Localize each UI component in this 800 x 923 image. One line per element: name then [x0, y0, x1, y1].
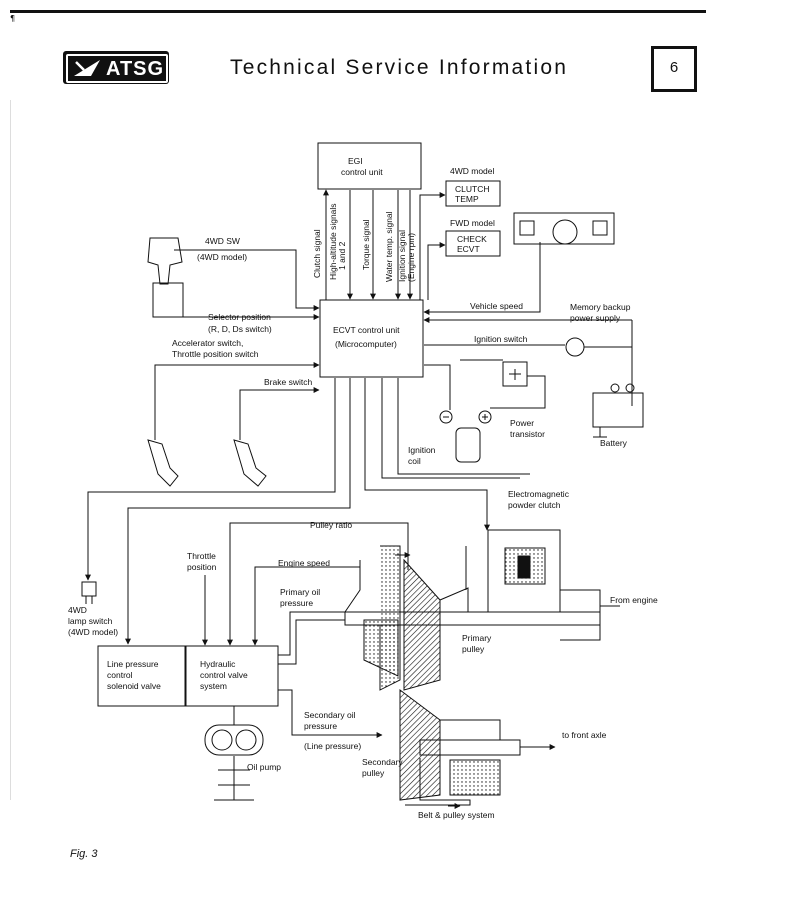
em-clutch-label-2: powder clutch [508, 500, 561, 510]
ignition-switch-icon [565, 337, 585, 357]
ignition-signal-label-2: (Engine rpm) [406, 233, 416, 282]
battery-icon [592, 392, 644, 428]
meter-cluster [513, 212, 615, 245]
left-margin-rule [10, 100, 11, 800]
hydraulic-cv-label-2: control valve [200, 670, 248, 680]
throttle-position-label-2: position [187, 562, 217, 572]
power-transistor-label-2: transistor [510, 429, 545, 439]
power-transistor-label-1: Power [510, 418, 534, 428]
corner-mark: ¶ [10, 14, 16, 23]
primary-oil-label-1: Primary oil [280, 587, 320, 597]
brake-switch-label: Brake switch [264, 377, 312, 387]
to-front-axle-label: to front axle [562, 730, 607, 740]
accelerator-label-1: Accelerator switch, [172, 338, 243, 348]
model-4wd-label: 4WD model [450, 166, 495, 176]
memory-backup-label-1: Memory backup [570, 302, 631, 312]
line-pressure-solenoid-box [97, 645, 186, 707]
ecvt-control-unit-box [319, 299, 424, 378]
line-pressure-sv-label-3: solenoid valve [107, 681, 161, 691]
engine-speed-label: Engine speed [278, 558, 330, 568]
accelerator-pedal-icon [147, 439, 179, 487]
lamp-switch-icon [81, 581, 97, 597]
page-number-box: 6 [651, 46, 697, 92]
oil-pump-icon [204, 724, 264, 756]
ecvt-label-1: ECVT control unit [333, 325, 400, 335]
accelerator-label-2: Throttle position switch [172, 349, 259, 359]
high-altitude-label-1: High-altitude signals [328, 203, 338, 280]
hydraulic-control-valve-box [185, 645, 279, 707]
from-engine-label: From engine [610, 595, 658, 605]
clutch-temp-box [445, 180, 501, 207]
ignition-coil-label-2: coil [408, 456, 421, 466]
egi-label-2: control unit [341, 167, 383, 177]
pulley-ratio-label: Pulley ratio [310, 520, 352, 530]
power-transistor-icon [502, 361, 528, 387]
figure-caption: Fig. 3 [70, 848, 98, 860]
belt-pulley-label: Belt & pulley system [418, 810, 495, 820]
line-pressure-label: (Line pressure) [304, 741, 361, 751]
hydraulic-cv-label-3: system [200, 681, 227, 691]
em-clutch-label-1: Electromagnetic [508, 489, 570, 499]
line-pressure-sv-label-2: control [107, 670, 133, 680]
selector-label-1: Selector position [208, 312, 271, 322]
secondary-oil-label-1: Secondary oil [304, 710, 356, 720]
sw-4wd-label-2: (4WD model) [197, 252, 247, 262]
clutch-temp-label-1: CLUTCH [455, 184, 489, 194]
lamp-switch-label-2: lamp switch [68, 616, 113, 626]
lamp-switch-label-1: 4WD [68, 605, 87, 615]
memory-backup-label-2: power supply [570, 313, 621, 323]
ignition-coil-label-1: Ignition [408, 445, 436, 455]
model-fwd-label: FWD model [450, 218, 495, 228]
diagram-labels: EGI control unit ECVT control unit (Micr… [68, 156, 658, 820]
brake-pedal-icon [233, 439, 267, 487]
secondary-pulley-label-2: pulley [362, 768, 385, 778]
egi-label-1: EGI [348, 156, 363, 166]
ignition-coil-icon [455, 427, 481, 463]
egi-control-unit-box [317, 142, 422, 190]
secondary-oil-label-2: pressure [304, 721, 337, 731]
check-ecvt-box [445, 230, 501, 257]
oil-pump-label: Oil pump [247, 762, 281, 772]
ignition-switch-label: Ignition switch [474, 334, 528, 344]
sw-4wd-label-1: 4WD SW [205, 236, 240, 246]
torque-signal-label: Torque signal [361, 219, 371, 270]
battery-label: Battery [600, 438, 628, 448]
atsg-logo: ATSG [63, 51, 169, 84]
ecvt-label-2: (Microcomputer) [335, 339, 397, 349]
check-ecvt-label-1: CHECK [457, 234, 487, 244]
clutch-signal-label: Clutch signal [312, 229, 322, 278]
water-temp-label: Water temp. signal [384, 211, 394, 282]
page-title: Technical Service Information [230, 56, 569, 79]
shift-lever-icon [147, 237, 183, 285]
hydraulic-cv-label-1: Hydraulic [200, 659, 236, 669]
primary-pulley-label-1: Primary [462, 633, 492, 643]
header-rule [10, 10, 706, 13]
check-ecvt-label-2: ECVT [457, 244, 480, 254]
primary-pulley-label-2: pulley [462, 644, 485, 654]
ignition-signal-label-1: Ignition signal [397, 230, 407, 282]
line-pressure-sv-label-1: Line pressure [107, 659, 159, 669]
logo-wing-icon [74, 60, 100, 76]
clutch-temp-label-2: TEMP [455, 194, 479, 204]
vehicle-speed-label: Vehicle speed [470, 301, 523, 311]
secondary-pulley-label-1: Secondary [362, 757, 403, 767]
electromagnetic-clutch [487, 529, 561, 613]
selector-label-2: (R, D, Ds switch) [208, 324, 272, 334]
primary-oil-label-2: pressure [280, 598, 313, 608]
lamp-switch-label-3: (4WD model) [68, 627, 118, 637]
logo-text: ATSG [106, 58, 165, 80]
throttle-position-label-1: Throttle [187, 551, 216, 561]
page-number: 6 [669, 59, 679, 76]
high-altitude-label-2: 1 and 2 [337, 241, 347, 270]
